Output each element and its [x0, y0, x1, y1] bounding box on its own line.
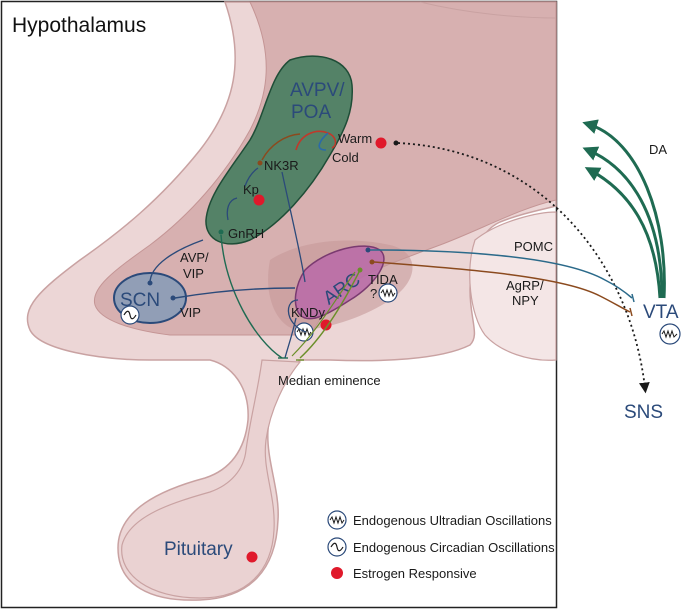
- da-arrow-3: [584, 167, 662, 299]
- vta-tick-brown: [629, 307, 633, 317]
- inner-tissue: [93, 1, 557, 336]
- kndy-to-me: [284, 317, 297, 359]
- scn-node-right: [170, 295, 176, 301]
- top-arc: [419, 1, 557, 19]
- vip-label: VIP: [180, 305, 201, 320]
- avp-label: AVP/: [180, 250, 209, 265]
- nk3r-label: NK3R: [264, 158, 299, 173]
- estrogen-dot-warm: [375, 137, 387, 149]
- cold-circuit-blue: [318, 132, 329, 151]
- cold-label: Cold: [332, 150, 359, 165]
- legend-ultradian-text: Endogenous Ultradian Oscillations: [353, 513, 552, 528]
- pituitary-label: Pituitary: [164, 539, 233, 560]
- nk3r-node: [257, 160, 263, 166]
- ultradian-wave-kndy: [296, 327, 312, 337]
- pomc-label: POMC: [514, 239, 553, 254]
- avpv-poa-region: [205, 55, 354, 245]
- page-title: Hypothalamus: [12, 14, 146, 37]
- tida-to-me-2: [291, 271, 356, 357]
- scn-to-gnrh: [149, 239, 204, 284]
- tida-to-me: [299, 269, 361, 359]
- nk3r-to-kndy: [281, 171, 306, 283]
- da-arrow-1: [582, 119, 666, 299]
- ventricle-lobe: [469, 211, 557, 361]
- ultradian-oscillation-icon-vta: [659, 323, 681, 345]
- warm-label: Warm: [338, 131, 372, 146]
- agrp-label: AgRP/: [506, 278, 544, 293]
- poa-label: POA: [291, 102, 331, 123]
- vta-label: VTA: [643, 302, 679, 323]
- legend-circadian-wave: [330, 542, 344, 552]
- warm-origin-dot: [393, 140, 399, 146]
- kndy-label: KNDy: [291, 305, 325, 320]
- legend-circadian-text: Endogenous Circadian Oscillations: [353, 540, 555, 555]
- da-arrow-2: [582, 146, 664, 299]
- pomc-to-vta: [369, 249, 633, 299]
- median-eminence-label: Median eminence: [278, 373, 381, 388]
- gnrh-to-median-eminence: [220, 234, 283, 359]
- scn-to-arc: [174, 287, 296, 299]
- nk3r-link: [261, 133, 301, 161]
- kp-to-gnrh: [226, 197, 238, 221]
- arc-region: [294, 245, 385, 320]
- kp-to-nk3r: [244, 167, 259, 187]
- avp-vip-label: VIP: [183, 266, 204, 281]
- legend-estrogen-text: Estrogen Responsive: [353, 566, 477, 581]
- estrogen-dot-arc: [320, 319, 332, 331]
- estrogen-dot-kp: [253, 194, 265, 206]
- pomc-node: [365, 247, 371, 253]
- legend: Endogenous Ultradian Oscillations Endoge…: [327, 510, 555, 581]
- estrogen-dot-pituitary: [246, 551, 258, 563]
- ultradian-wave-tida: [380, 288, 396, 298]
- kndy-loop: [287, 299, 307, 333]
- warm-to-sns-arrow: [397, 142, 650, 394]
- tida-label: TIDA: [368, 272, 398, 287]
- kp-label: Kp: [243, 182, 259, 197]
- agrp-node: [369, 259, 375, 265]
- pituitary-stalk: [121, 359, 302, 599]
- da-label: DA: [649, 142, 667, 157]
- estrogen-dot-icon: [331, 567, 343, 579]
- sns-label: SNS: [624, 402, 663, 423]
- agrp-to-vta: [373, 261, 631, 313]
- npy-label: NPY: [512, 293, 539, 308]
- gnrh-label: GnRH: [228, 226, 264, 241]
- gnrh-node: [218, 229, 224, 235]
- ultradian-wave-vta: [661, 329, 678, 339]
- tida-question: ?: [370, 286, 377, 301]
- legend-ultradian-wave: [329, 515, 345, 525]
- vta-tick-blue: [631, 293, 635, 303]
- circadian-wave: [123, 310, 137, 320]
- avpv-label: AVPV/: [290, 80, 345, 101]
